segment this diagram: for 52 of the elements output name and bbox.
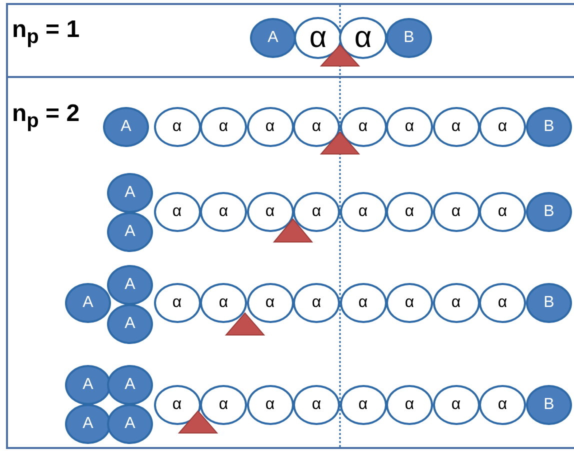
outlined-ellipse: α [340,192,386,232]
filled-ellipse: A [107,212,153,252]
filled-ellipse: B [526,107,572,147]
outlined-ellipse: α [154,283,200,323]
filled-ellipse: B [526,385,572,425]
outlined-ellipse: α [479,283,526,323]
outlined-ellipse: α [386,385,433,425]
filled-ellipse: A [65,283,111,323]
outlined-ellipse: α [340,107,386,147]
outlined-ellipse: α [479,107,526,147]
outlined-ellipse: α [340,283,386,323]
outlined-ellipse: α [432,107,480,147]
row-label: n$_{p}$ = 1 [12,16,80,49]
outlined-ellipse: α [200,107,247,147]
outlined-ellipse: α [200,283,247,323]
outlined-ellipse: α [154,385,200,425]
filled-ellipse: A [107,173,153,213]
outlined-ellipse: α [200,192,247,232]
outlined-ellipse: α [432,283,480,323]
outlined-ellipse: α [340,385,386,425]
filled-ellipse: A [65,404,111,444]
filled-ellipse: A [107,304,153,344]
row-label: n$_{p}$ = 2 [12,100,80,133]
outlined-ellipse: α [479,192,526,232]
outlined-ellipse: α [246,283,294,323]
filled-ellipse: B [526,283,572,323]
outlined-ellipse: α [294,17,342,59]
outlined-ellipse: α [479,385,526,425]
outlined-ellipse: α [293,192,340,232]
outlined-ellipse: α [386,192,433,232]
outlined-ellipse: α [386,107,433,147]
filled-ellipse: A [250,18,296,58]
outlined-ellipse: α [432,385,480,425]
outlined-ellipse: α [246,385,294,425]
outlined-ellipse: α [432,192,480,232]
outlined-ellipse: α [246,192,294,232]
outlined-ellipse: α [293,385,340,425]
outlined-ellipse: α [293,107,340,147]
outlined-ellipse: α [293,283,340,323]
filled-ellipse: A [103,107,149,147]
outlined-ellipse: α [154,107,200,147]
filled-ellipse: A [107,265,153,305]
outlined-ellipse: α [154,192,200,232]
outlined-ellipse: α [386,283,433,323]
filled-ellipse: A [65,365,111,405]
filled-ellipse: A [107,404,153,444]
filled-ellipse: A [107,365,153,405]
filled-ellipse: B [386,18,432,58]
outlined-ellipse: α [246,107,294,147]
filled-ellipse: B [526,192,572,232]
outlined-ellipse: α [339,17,387,59]
outlined-ellipse: α [200,385,247,425]
